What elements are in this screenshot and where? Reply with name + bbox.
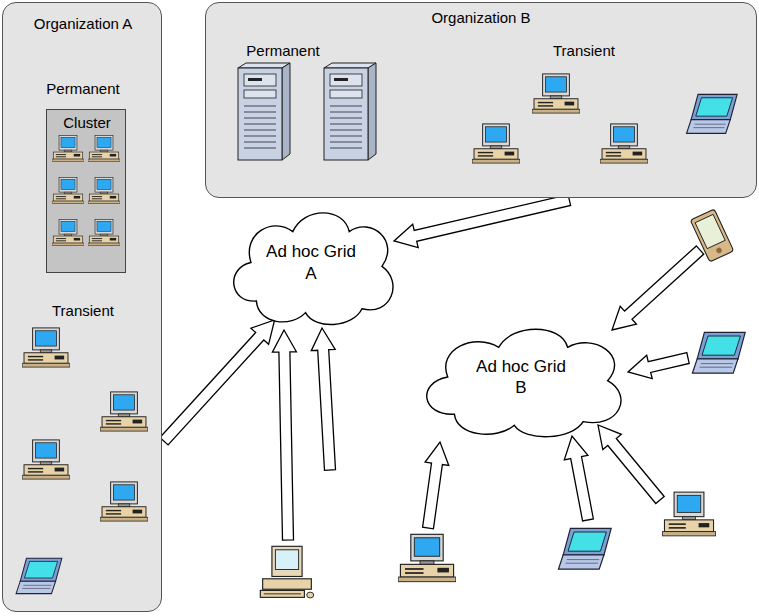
- section-label: Transient: [52, 302, 114, 320]
- panel-heading: Cluster: [63, 114, 111, 132]
- join-arrow: [311, 328, 335, 470]
- grid-label: Ad hoc Grid B: [475, 356, 567, 399]
- join-arrow: [628, 353, 689, 379]
- organization-panel: Organization B Permanent Transient: [205, 2, 757, 198]
- grid-cloud: Ad hoc Grid B: [410, 312, 632, 442]
- panel-heading: Organization A: [34, 15, 132, 33]
- section-label: Permanent: [46, 80, 119, 98]
- section-label: Transient: [553, 42, 615, 60]
- section-label: Permanent: [246, 42, 319, 60]
- cloud-outline: [410, 312, 632, 442]
- join-arrow: [564, 436, 593, 521]
- connector: [160, 320, 275, 445]
- join-arrow: [272, 330, 296, 540]
- join-arrow: [612, 246, 704, 330]
- grid-cloud: Ad hoc Grid A: [220, 195, 402, 330]
- join-arrow: [423, 442, 449, 529]
- cloud-outline: [220, 195, 402, 330]
- connector: [394, 195, 571, 248]
- grid-label: Ad hoc Grid A: [265, 241, 357, 284]
- join-arrow: [598, 425, 664, 504]
- organization-panel: Organization A PermanentTransient Cluster: [2, 2, 162, 612]
- cluster-box: Cluster: [46, 109, 126, 273]
- panel-heading: Organization B: [431, 9, 530, 27]
